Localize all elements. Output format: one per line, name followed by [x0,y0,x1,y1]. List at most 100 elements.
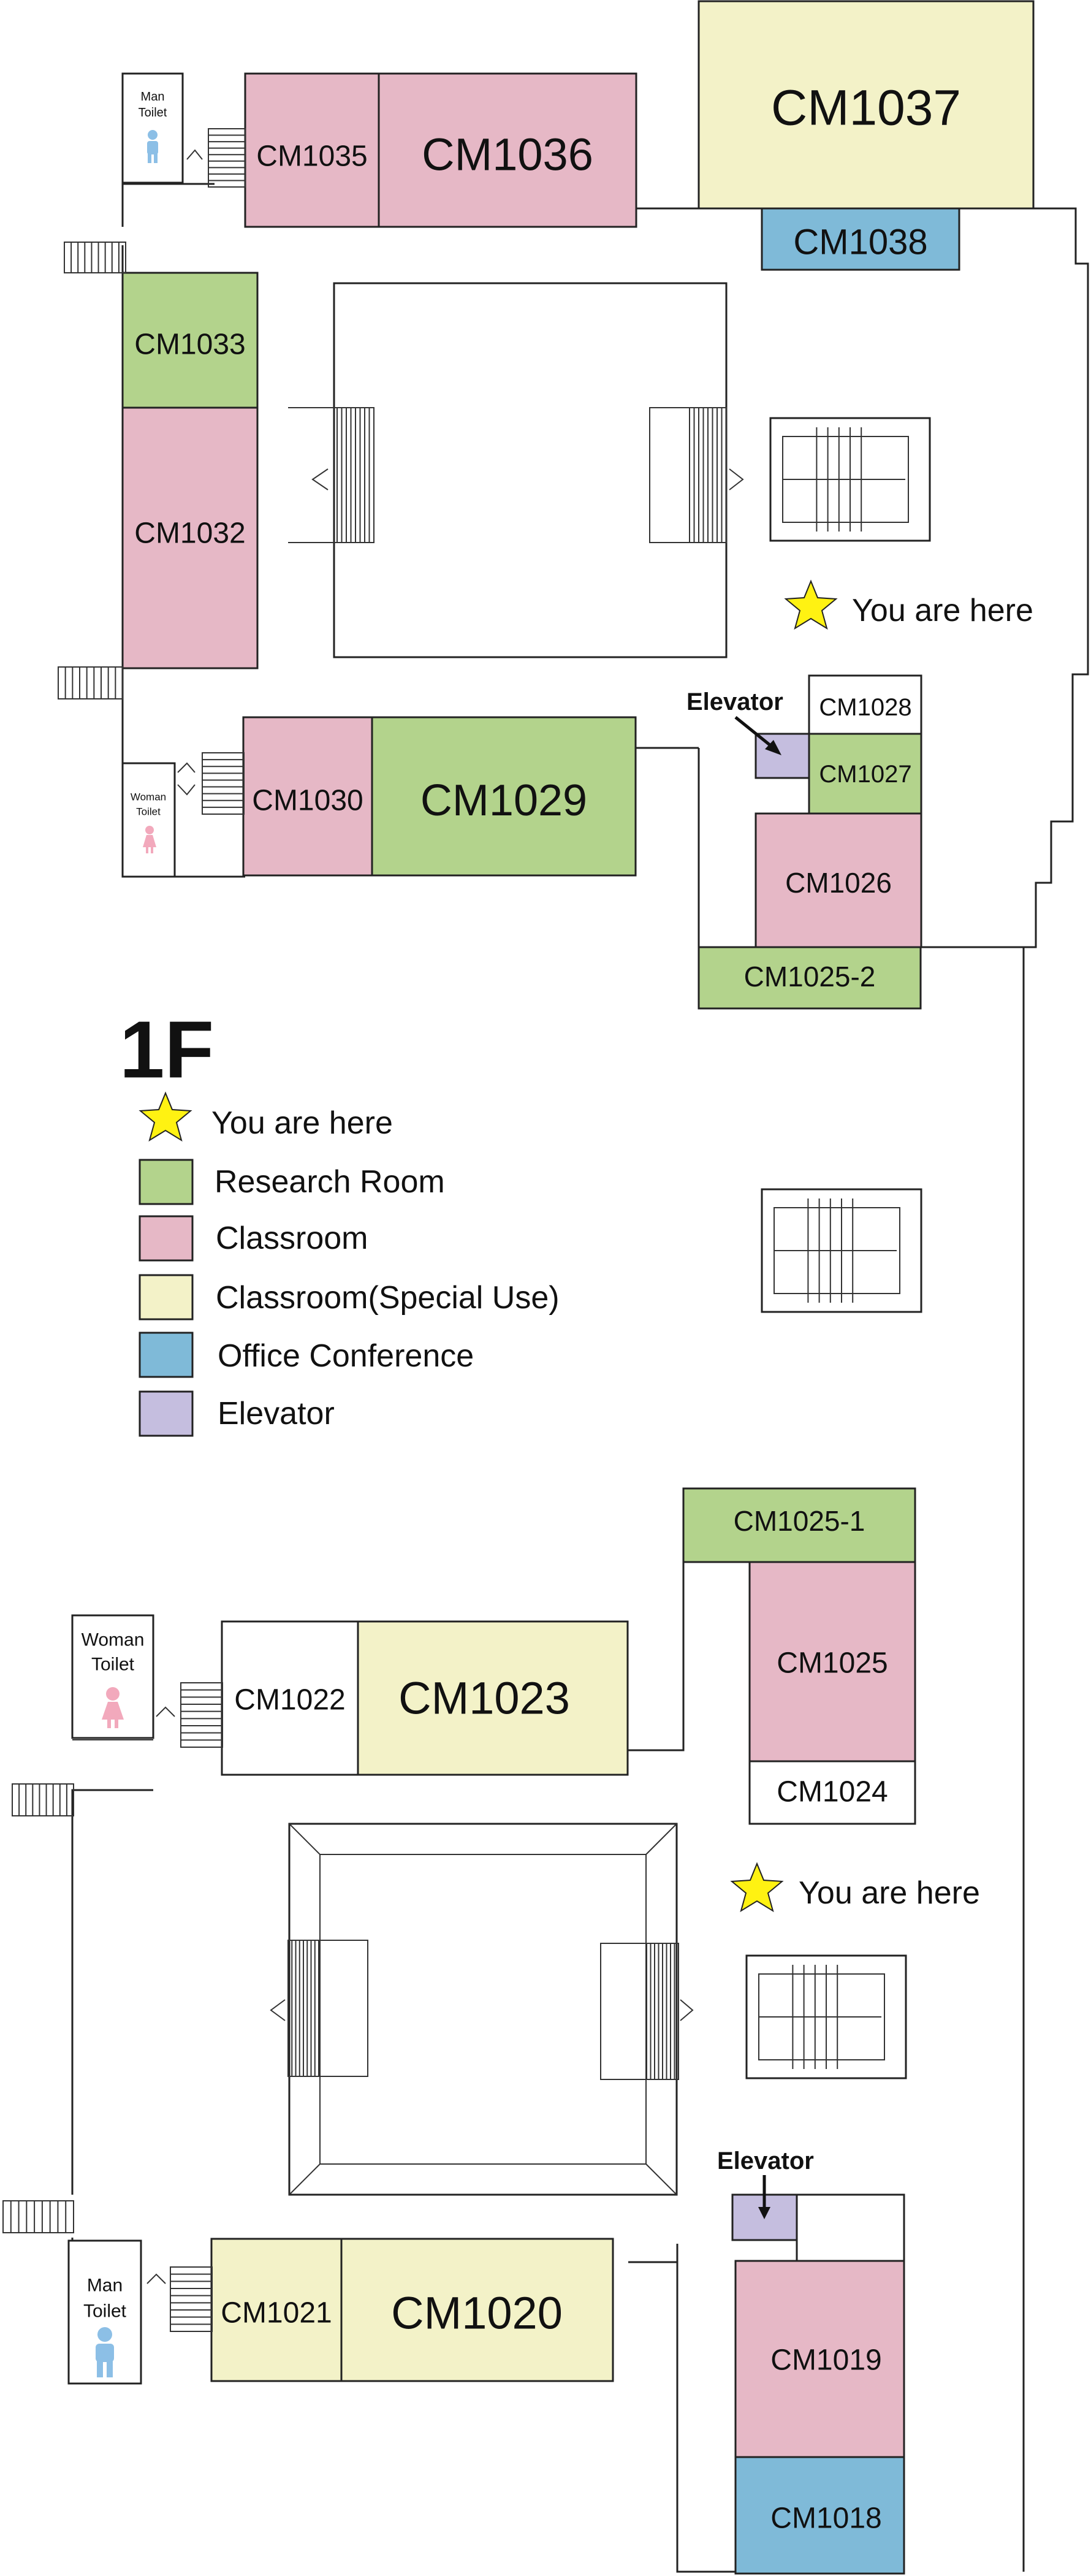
svg-text:Toilet: Toilet [91,1655,135,1675]
room-cm1028[interactable] [808,674,922,735]
courtyard-top [333,282,728,658]
room-cm1027[interactable] [808,733,922,815]
legend-item-elevator: Elevator [139,1390,335,1437]
legend-item-office-conference: Office Conference [139,1332,474,1378]
room-cm1019[interactable] [734,2260,905,2458]
arrow-down-icon [758,2207,770,2219]
svg-text:Toilet: Toilet [136,806,161,818]
svg-text:Classroom(Special Use): Classroom(Special Use) [216,1280,560,1316]
room-label: CM1024 [777,1776,888,1808]
stairs [170,2266,213,2332]
svg-text:Elevator: Elevator [686,688,783,715]
room-cm1032[interactable] [121,406,259,669]
room-cm1036[interactable] [378,72,637,228]
svg-text:You are here: You are here [852,593,1033,628]
legend: You are here Research Room Classroom Cla… [139,1091,560,1437]
room-label: CM1037 [771,80,961,136]
svg-text:Classroom: Classroom [216,1221,368,1256]
room-cm1038[interactable] [761,207,960,271]
elevator-marker-top: Elevator [686,688,783,755]
legend-item-research-room: Research Room [139,1159,445,1205]
room-cm1023[interactable] [357,1620,629,1776]
toilets: Man Toilet Woman Toilet Woman [67,72,184,2385]
svg-text:Woman: Woman [82,1630,145,1650]
bottom-elevator-lobby [796,2193,905,2262]
room-label: CM1023 [398,1673,570,1724]
room-cm1020[interactable] [340,2238,614,2382]
room-cm1021[interactable] [210,2238,343,2382]
room-cm1024[interactable] [748,1760,916,1825]
room-cm1018[interactable] [734,2456,905,2575]
star-icon [730,1862,784,1913]
room-cm1026[interactable] [755,812,922,948]
room-label: CM1021 [221,2297,332,2330]
room-label: CM1038 [793,223,927,262]
courtyard-bottom-outer [288,1823,678,2196]
room-label: CM1035 [256,140,367,173]
star-icon [139,1091,192,1142]
courtyard-bottom-inner [319,1854,647,2165]
toilet-man-bottom[interactable]: Man Toilet [67,2239,142,2385]
room-cm1025-2[interactable] [698,946,922,1010]
stair-arrow [177,784,196,796]
elevator-marker-bottom: Elevator [717,2147,814,2219]
rooms-layer [121,0,1035,2575]
man-icon [147,130,158,163]
svg-text:Man: Man [87,2276,123,2296]
stairwell [769,417,931,542]
toilet-woman-bottom[interactable]: Woman Toilet [71,1614,154,1740]
toilet-man-top[interactable]: Man Toilet [121,72,184,184]
stair-arrow [311,468,329,490]
woman-icon [143,826,156,853]
room-cm1035[interactable] [244,72,380,228]
room-label: CM1020 [391,2288,563,2339]
exterior-stairs [58,666,123,699]
stairs [180,1682,223,1748]
svg-text:Woman: Woman [131,791,166,803]
legend-item-classroom: Classroom [139,1215,368,1262]
stair-arrow [156,1706,175,1717]
room-label: CM1018 [770,2502,881,2535]
svg-text:Elevator: Elevator [218,1396,335,1431]
exterior-stairs [2,2200,74,2233]
man-icon [96,2327,114,2377]
room-cm1029[interactable] [371,716,637,877]
you-are-here-bottom[interactable]: You are here [730,1862,980,1913]
svg-text:Office Conference: Office Conference [218,1338,474,1374]
room-cm1030[interactable] [242,716,373,877]
svg-text:Toilet: Toilet [139,106,167,120]
stairs [208,128,246,188]
legend-item-special-use: Classroom(Special Use) [139,1274,560,1320]
room-label: CM1019 [770,2344,881,2377]
you-are-here-top[interactable]: You are here [784,579,1033,630]
room-label: CM1033 [134,329,245,361]
room-cm1037[interactable] [698,0,1035,210]
arrow-icon [765,740,781,755]
room-cm1025[interactable] [748,1561,916,1762]
room-labels: CM1035 CM1036 CM1037 CM1038 CM1033 CM103… [134,80,961,2535]
svg-text:You are here: You are here [799,1875,980,1911]
room-label: CM1027 [819,761,911,788]
star-icon [784,579,838,630]
room-cm1022[interactable] [221,1620,359,1776]
room-label: CM1025-2 [744,961,876,993]
markers: You are here You are here Elevator Eleva… [686,579,1033,2219]
stairwell [761,1188,922,1313]
stair-arrow [270,1999,286,2021]
stairwell [745,1954,907,2079]
svg-text:Man: Man [141,90,165,104]
stair-arrow [146,2273,166,2284]
room-label: CM1025 [777,1647,888,1680]
svg-text:Research Room: Research Room [215,1164,445,1200]
room-label: CM1028 [819,694,911,721]
toilet-woman-top[interactable]: Woman Toilet [121,762,176,878]
room-label: CM1029 [420,776,587,825]
room-label: CM1022 [234,1684,345,1717]
svg-text:Elevator: Elevator [717,2147,814,2174]
room-label: CM1036 [422,129,593,180]
stair-arrow [177,762,196,773]
room-label: CM1026 [785,867,892,899]
room-label: CM1025-1 [734,1505,865,1537]
svg-text:Toilet: Toilet [83,2301,127,2322]
